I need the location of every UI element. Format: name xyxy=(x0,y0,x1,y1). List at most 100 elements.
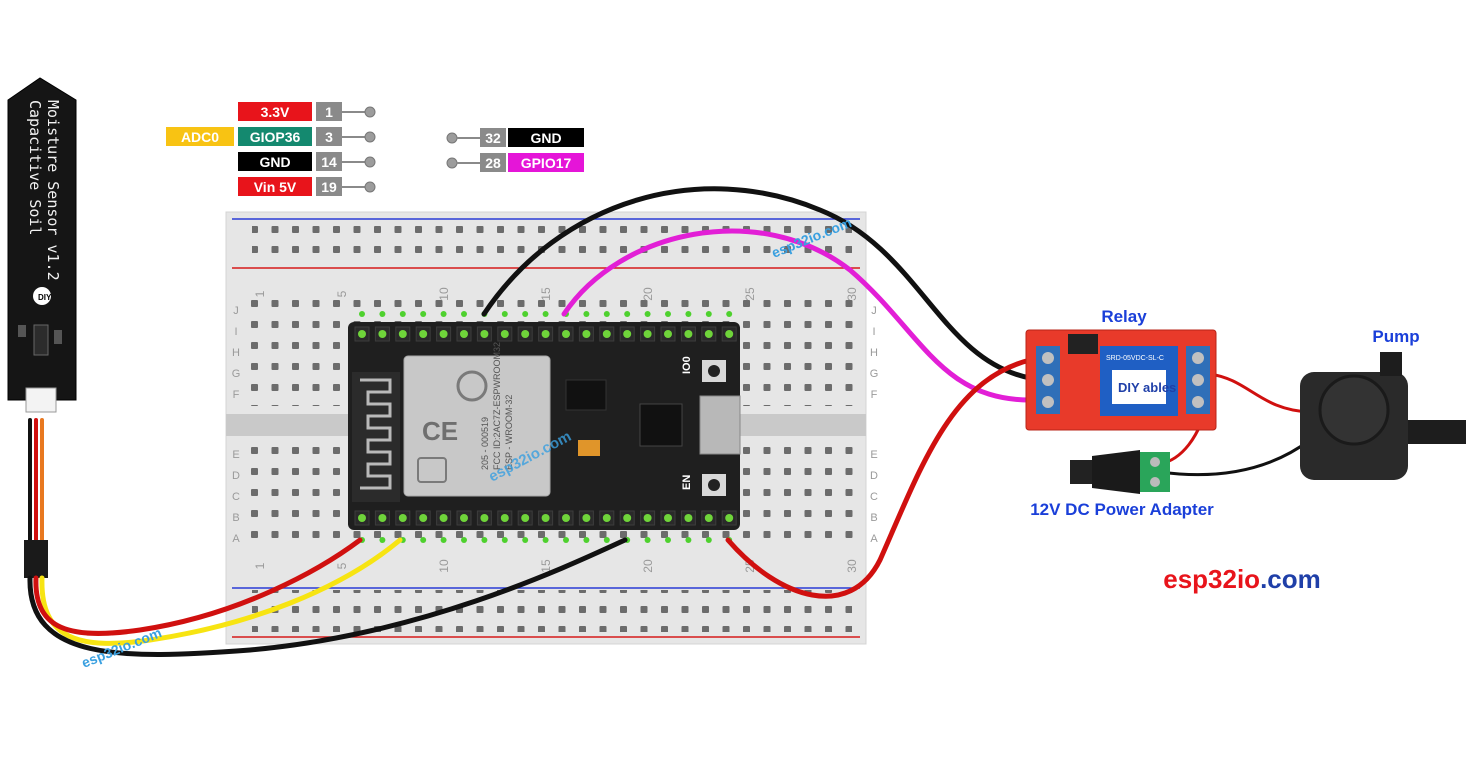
esp32-pin-pad xyxy=(623,514,632,522)
brand-part2: .com xyxy=(1260,564,1321,594)
esp32-pin-pad xyxy=(664,330,672,338)
sensor-title-line2: Moisture Sensor v1.2 xyxy=(44,100,62,281)
column-number-top: 20 xyxy=(641,287,655,301)
esp32-pin-pad xyxy=(378,514,387,522)
rail-holes-bottom xyxy=(252,590,852,632)
wire-relay-vcc-red xyxy=(725,357,1033,599)
pin-number-box xyxy=(316,152,342,171)
esp32-pin-pad xyxy=(378,330,387,338)
breadboard-pin-mark xyxy=(501,311,508,317)
pump-top xyxy=(1318,374,1390,446)
column-number-top: 30 xyxy=(845,287,859,301)
capacitor xyxy=(578,440,600,456)
column-number-bottom: 1 xyxy=(253,562,267,569)
esp32-pin-pad xyxy=(643,330,652,338)
column-number-top: 25 xyxy=(743,287,757,301)
relay-module: SRD-05VDC-SL-C DIY ables xyxy=(1025,329,1217,431)
relay-logo: DIY ables xyxy=(1118,380,1176,395)
pin-dot-icon xyxy=(364,106,376,118)
espressif-logo-icon xyxy=(456,370,488,402)
breadboard-pin-mark xyxy=(603,537,610,543)
esp32-pin-pad xyxy=(521,330,530,338)
pin-number-box xyxy=(480,128,506,147)
esp32-board: CE FCC ID:2AC7Z-ESPWROOM32 ESP - WROOM-3… xyxy=(348,311,741,543)
usb-uart-chip xyxy=(639,403,683,447)
esp32-pin-pad xyxy=(704,330,713,338)
row-letter-left: C xyxy=(232,491,240,503)
relay-out-screw-1 xyxy=(1192,352,1204,364)
breadboard-pin-mark xyxy=(440,311,447,317)
micro-usb-port xyxy=(699,395,741,455)
regulator-chip xyxy=(565,379,607,411)
ce-mark: CE xyxy=(422,416,458,446)
pin-label-box xyxy=(238,152,312,171)
breadboard-pin-mark xyxy=(644,311,651,317)
esp32-pin-pad xyxy=(643,514,652,522)
row-letter-left: J xyxy=(233,305,239,317)
pin-dot-icon xyxy=(364,131,376,143)
row-letter-left: I xyxy=(234,326,237,338)
esp32-pin-pad xyxy=(398,514,407,522)
column-number-top: 15 xyxy=(539,287,553,301)
brand-part1: esp32io xyxy=(1163,564,1260,594)
pin-number: 19 xyxy=(321,179,337,195)
row-letter-left: E xyxy=(232,449,239,461)
row-letter-left: A xyxy=(232,533,240,545)
pin-dot-icon xyxy=(446,132,458,144)
esp32-pin-pad xyxy=(602,330,611,338)
esp32-pin-pad xyxy=(439,330,448,338)
breadboard-pin-mark xyxy=(665,537,671,543)
adapter-jack xyxy=(1092,450,1140,494)
row-letter-left: F xyxy=(233,389,240,401)
column-number-top: 1 xyxy=(253,290,267,297)
esp32-pin-pad xyxy=(684,514,693,522)
sensor-jst-connector xyxy=(25,387,57,413)
relay-model: SRD-05VDC-SL-C xyxy=(1106,355,1164,362)
row-letter-left: H xyxy=(232,347,240,359)
row-letter-right: A xyxy=(870,533,878,545)
sensor-connector xyxy=(24,540,48,578)
breadboard-pin-mark xyxy=(665,311,671,317)
wifi-logo-icon xyxy=(417,457,447,483)
dc-adapter xyxy=(1070,450,1170,494)
breadboard-pin-mark xyxy=(522,537,529,543)
wire-relay-gnd-black xyxy=(481,186,1033,381)
breadboard-pin-mark xyxy=(542,311,549,317)
pin-label-box xyxy=(508,153,584,172)
breadboard-pin-mark xyxy=(685,311,692,317)
breadboard-pin-mark xyxy=(461,311,467,317)
esp32-pin-pad xyxy=(500,330,509,338)
pump-title: Pump xyxy=(1372,327,1419,346)
module-name: ESP - WROOM-32 xyxy=(504,395,514,470)
esp32-pin-pad xyxy=(358,514,366,522)
esp32-pin-pad xyxy=(725,514,734,522)
breadboard-pin-mark xyxy=(379,537,386,543)
adapter-screw-2 xyxy=(1150,477,1160,487)
pin-number: 32 xyxy=(485,130,501,146)
pin-dot-icon xyxy=(364,156,376,168)
relay-screw-3 xyxy=(1042,396,1054,408)
breadboard-pin-mark xyxy=(461,537,467,543)
breadboard-pin-mark xyxy=(399,311,406,317)
esp32-pin-pad xyxy=(419,514,428,522)
pin-label: GIOP36 xyxy=(250,129,301,145)
esp-wroom-module xyxy=(403,355,551,497)
esp32-pin-pad xyxy=(480,330,489,338)
esp32-pin-pad xyxy=(460,330,468,338)
sensor-logo-icon xyxy=(33,287,51,305)
adapter-screw-1 xyxy=(1150,457,1160,467)
adapter-cable-end xyxy=(1070,460,1092,484)
sensor-title-line1: Capacitive Soil xyxy=(26,100,44,235)
column-number-bottom: 15 xyxy=(539,559,553,573)
esp32-pin-pad xyxy=(725,330,734,338)
pin-number-box xyxy=(480,153,506,172)
pin-number: 14 xyxy=(321,154,337,170)
esp32-pin-pad xyxy=(582,514,591,522)
esp32-pin-pad xyxy=(419,330,428,338)
io0-label: IO0 xyxy=(681,356,693,374)
column-number-top: 5 xyxy=(335,290,349,297)
breadboard-pin-mark xyxy=(726,311,733,317)
row-letter-right: E xyxy=(870,449,877,461)
